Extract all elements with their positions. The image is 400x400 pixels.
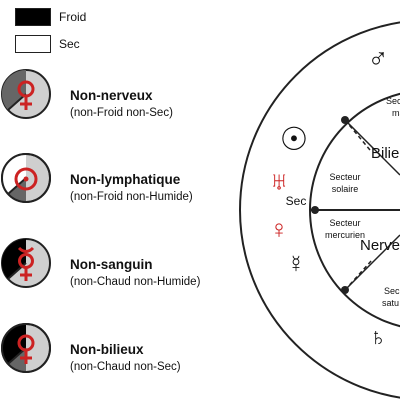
sun-icon: ☉ (280, 121, 309, 157)
wheel-sector-line (344, 119, 400, 176)
sector-saturnien-line2: satu (382, 298, 399, 308)
non-lymphatique-disc-icon (1, 153, 51, 203)
venus-icon: ♀ (269, 214, 289, 244)
sector-saturnien-line1: Sec (384, 286, 400, 296)
legend-label: Froid (59, 10, 87, 24)
sector-solaire-line2: solaire (332, 184, 359, 194)
non-nerveux-disc-icon (1, 69, 51, 119)
mars-icon: ♂ (368, 43, 389, 74)
temperament-title: Non-bilieux (70, 342, 144, 357)
wheel-node-dot (311, 206, 319, 214)
temperament-title: Non-lymphatique (70, 172, 181, 187)
non-bilieux-disc-icon (1, 323, 51, 373)
sector-solaire-line1: Secteur (329, 172, 360, 182)
bilieux-label: Bilie (371, 145, 399, 162)
wheel-node-dot (341, 286, 349, 294)
legend-item-froid: Froid (15, 8, 86, 26)
sector-martien-line2: ma (392, 108, 400, 118)
nerveux-label: Nerve (360, 237, 400, 254)
non-sanguin-disc-icon (1, 238, 51, 288)
legend-label: Sec (59, 37, 80, 51)
sec-label: Sec (286, 194, 307, 208)
legend-swatch-white (15, 35, 51, 53)
sector-mercurien-line1: Secteur (329, 218, 360, 228)
temperament-subtitle: (non-Froid non-Sec) (70, 107, 173, 119)
sector-martien-line1: Secteu (386, 96, 400, 106)
temperament-title: Non-sanguin (70, 257, 153, 272)
wheel-sector-line (344, 234, 400, 291)
mercury-icon: ☿ (287, 251, 305, 278)
temperament-subtitle: (non-Froid non-Humide) (70, 191, 193, 203)
temperament-subtitle: (non-Chaud non-Humide) (70, 276, 201, 288)
wheel-node-dot (341, 116, 349, 124)
legend-item-sec: Sec (15, 35, 80, 53)
legend-swatch-black (15, 8, 51, 26)
uranus-icon: ♅ (269, 166, 289, 196)
sector-mercurien-line2: mercurien (325, 230, 365, 240)
wheel-outer-ring (239, 21, 400, 399)
saturn-icon: ♄ (369, 324, 387, 351)
temperament-title: Non-nerveux (70, 88, 153, 103)
temperament-subtitle: (non-Chaud non-Sec) (70, 361, 181, 373)
temperament-wheel: ♂ ☉ ♅ ♀ ☿ ♄ Sec Secteur solaire Secteur … (239, 21, 400, 399)
